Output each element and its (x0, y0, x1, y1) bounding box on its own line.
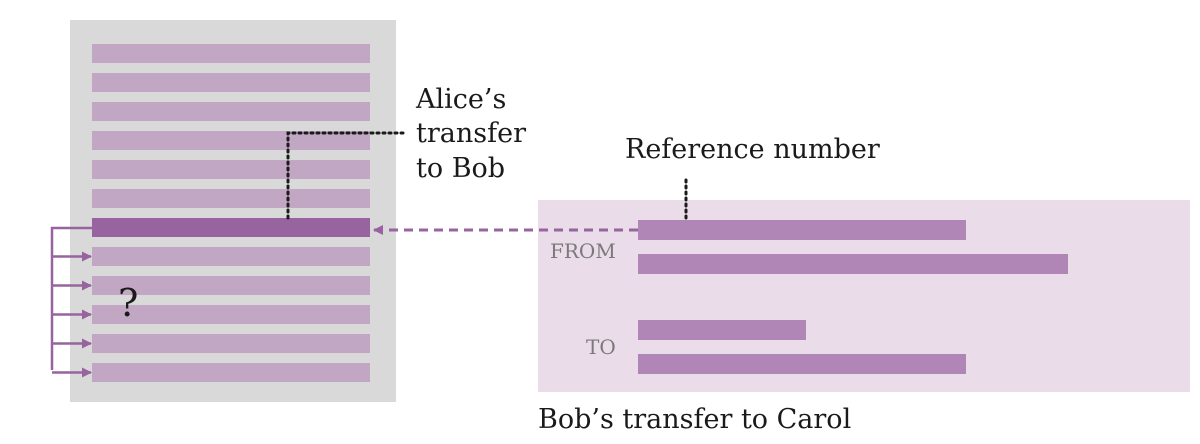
ledger-row (92, 276, 370, 295)
alice-label-line1: Alice’s (415, 84, 506, 115)
to-label: TO (586, 335, 616, 359)
ledger-row (92, 247, 370, 266)
ledger-row-highlighted (92, 218, 370, 237)
ledger-row (92, 305, 370, 324)
ledger-row (92, 334, 370, 353)
ledger-row (92, 189, 370, 208)
to-address-bar (638, 354, 966, 374)
bracket-line (50, 226, 92, 370)
question-mark: ? (118, 281, 138, 325)
alice-annotation: Alice’s transfer to Bob (286, 84, 526, 220)
ledger-row (92, 44, 370, 63)
ledger-row (92, 73, 370, 92)
alice-label-line3: to Bob (416, 153, 505, 184)
alice-dotted-connector (286, 131, 408, 220)
transfer-caption: Bob’s transfer to Carol (538, 404, 851, 435)
ledger (70, 20, 396, 402)
ledger-row (92, 131, 370, 150)
ledger-row (92, 160, 370, 179)
transfer-panel: FROM TO (538, 200, 1190, 392)
from-label: FROM (550, 239, 616, 263)
alice-label-line2: transfer (416, 118, 526, 149)
ledger-row (92, 363, 370, 382)
ledger-rows (92, 44, 370, 382)
reference-annotation: Reference number (625, 134, 880, 220)
reference-number-bar (638, 220, 966, 240)
reference-label: Reference number (625, 134, 880, 165)
row-arrows (50, 226, 92, 378)
from-address-bar (638, 254, 1068, 274)
ledger-row (92, 102, 370, 121)
to-amount-bar (638, 320, 806, 340)
